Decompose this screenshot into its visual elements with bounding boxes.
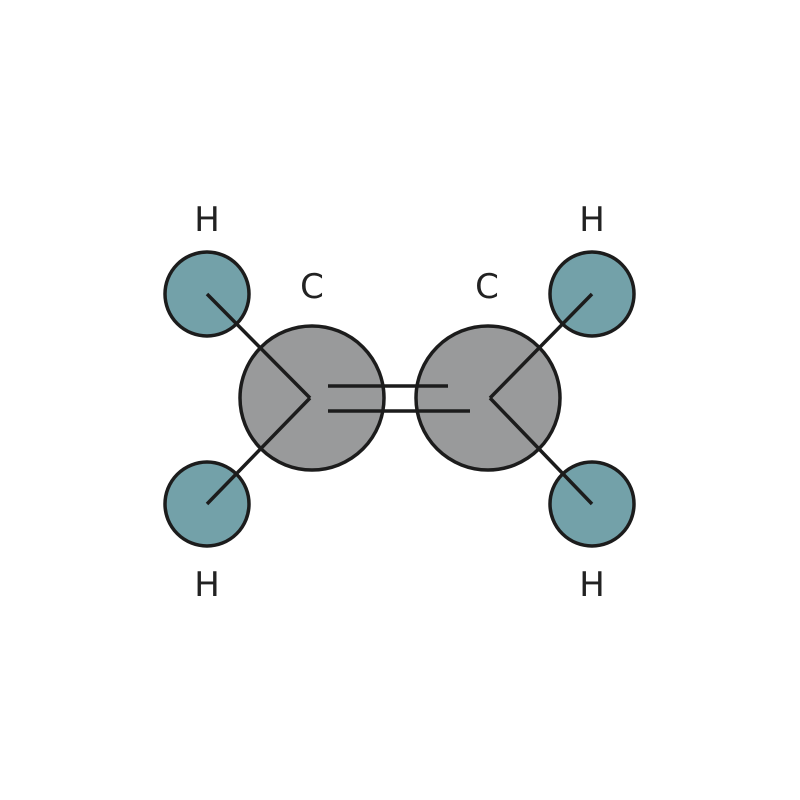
bond-c1-h2: [205, 396, 312, 506]
bond-c1-h1: [205, 292, 312, 400]
bond-c2-h3: [488, 292, 594, 400]
label-carbon-left: C: [300, 267, 324, 307]
label-hydrogen-top-right: H: [579, 200, 605, 240]
label-hydrogen-bottom-left: H: [194, 565, 220, 605]
bond-c2-h4: [488, 396, 594, 506]
bonds: [205, 292, 594, 506]
atoms: [163, 250, 636, 548]
label-hydrogen-bottom-right: H: [579, 565, 605, 605]
atom-labels: C C H H H H: [194, 200, 605, 605]
label-carbon-right: C: [475, 267, 499, 307]
label-hydrogen-top-left: H: [194, 200, 220, 240]
